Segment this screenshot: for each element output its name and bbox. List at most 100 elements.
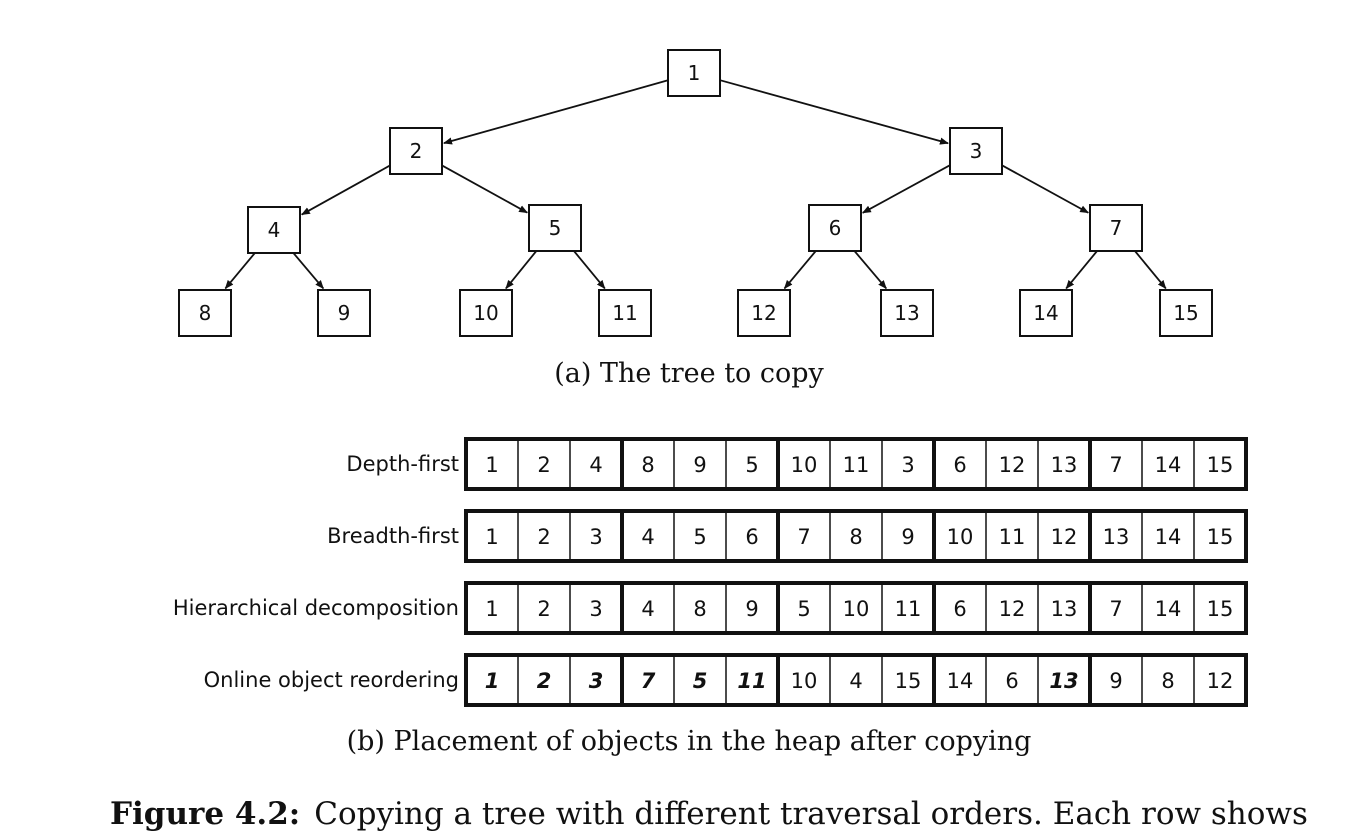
- heap-cell: 10: [791, 669, 818, 693]
- tree-node-1: 1: [667, 49, 721, 97]
- tree-node-label: 12: [751, 301, 776, 325]
- heap-cell: 13: [1051, 597, 1078, 621]
- heap-cell: 1: [485, 669, 500, 693]
- heap-cell: 6: [1005, 669, 1018, 693]
- tree-node-label: 11: [612, 301, 637, 325]
- tree-node-box: [1159, 289, 1213, 337]
- tree-node-box: [880, 289, 934, 337]
- heap-cell: 12: [999, 453, 1026, 477]
- heap-cell: 4: [641, 597, 654, 621]
- tree-node-box: [528, 204, 582, 252]
- heap-cell: 13: [1103, 525, 1130, 549]
- heap-cell: 14: [1155, 525, 1182, 549]
- tree-node-box: [808, 204, 862, 252]
- heap-cell: 12: [1051, 525, 1078, 549]
- tree-node-box: [317, 289, 371, 337]
- edge-4-to-8: [224, 252, 256, 290]
- heap-cell: 11: [737, 669, 766, 693]
- tree-node-12: 12: [737, 289, 791, 337]
- heap-cell: 1: [485, 453, 498, 477]
- heap-cell: 5: [693, 669, 708, 693]
- tree-node-label: 1: [688, 61, 701, 85]
- tree-node-8: 8: [178, 289, 232, 337]
- heap-cell: 12: [999, 597, 1026, 621]
- heap-cell: 11: [999, 525, 1026, 549]
- heap-cell: 10: [791, 453, 818, 477]
- heap-cell: 6: [745, 525, 758, 549]
- heap-cell: 6: [953, 597, 966, 621]
- heap-cell: 11: [895, 597, 922, 621]
- heap-cell: 8: [693, 597, 706, 621]
- tree-node-label: 6: [829, 216, 842, 240]
- heap-cell: 9: [901, 525, 914, 549]
- heap-cell: 5: [797, 597, 810, 621]
- tree-node-7: 7: [1089, 204, 1143, 252]
- heap-cell: 2: [537, 453, 550, 477]
- edge-2-to-4: [300, 164, 391, 216]
- heap-cell: 15: [1207, 453, 1234, 477]
- tree-node-box: [1089, 204, 1143, 252]
- heap-cell: 4: [589, 453, 602, 477]
- heap-cell: 1: [485, 597, 498, 621]
- heap-cell: 11: [843, 453, 870, 477]
- tree-node-label: 14: [1033, 301, 1058, 325]
- row-outline: [464, 509, 1248, 563]
- row-label: Depth-first: [346, 452, 459, 476]
- tree-node-label: 3: [970, 139, 983, 163]
- row-label: Hierarchical decomposition: [173, 596, 459, 620]
- heap-cell: 8: [641, 453, 654, 477]
- tree-node-label: 4: [268, 218, 281, 242]
- figure-caption-label: Figure 4.2:: [110, 796, 300, 832]
- tree-node-box: [389, 127, 443, 175]
- heap-cell: 8: [1161, 669, 1174, 693]
- heap-cell: 4: [641, 525, 654, 549]
- tree-node-2: 2: [389, 127, 443, 175]
- edge-2-to-5: [441, 164, 529, 214]
- heap-cell: 7: [797, 525, 810, 549]
- heap-cell: 9: [745, 597, 758, 621]
- heap-cell: 3: [901, 453, 914, 477]
- edge-4-to-9: [292, 252, 325, 290]
- heap-cell: 9: [1109, 669, 1122, 693]
- tree-node-15: 15: [1159, 289, 1213, 337]
- tree-node-10: 10: [459, 289, 513, 337]
- heap-cell: 7: [1109, 597, 1122, 621]
- tree-node-label: 13: [894, 301, 919, 325]
- subcaption-a: (a) The tree to copy: [554, 358, 824, 389]
- tree-node-5: 5: [528, 204, 582, 252]
- edge-6-to-12: [783, 250, 817, 290]
- tree-node-label: 5: [549, 216, 562, 240]
- tree-node-9: 9: [317, 289, 371, 337]
- tree-node-box: [459, 289, 513, 337]
- tree-node-label: 10: [473, 301, 498, 325]
- tree-node-box: [598, 289, 652, 337]
- heap-cell: 3: [589, 669, 604, 693]
- heap-cell: 15: [1207, 525, 1234, 549]
- tree-node-box: [1019, 289, 1073, 337]
- heap-cell: 3: [589, 525, 602, 549]
- heap-cell: 14: [947, 669, 974, 693]
- edge-5-to-11: [573, 250, 606, 290]
- heap-cell: 7: [1109, 453, 1122, 477]
- edge-1-to-2: [443, 79, 669, 145]
- figure-caption: Figure 4.2: Copying a tree with differen…: [110, 796, 1308, 832]
- heap-cell: 7: [641, 669, 656, 693]
- heap-cell: 3: [589, 597, 602, 621]
- tree-node-4: 4: [247, 206, 301, 254]
- tree-node-3: 3: [949, 127, 1003, 175]
- edge-3-to-7: [1001, 164, 1090, 214]
- tree-node-14: 14: [1019, 289, 1073, 337]
- heap-cell: 10: [843, 597, 870, 621]
- tree-node-label: 2: [410, 139, 423, 163]
- edge-3-to-6: [861, 164, 951, 214]
- edge-1-to-3: [719, 79, 949, 145]
- row-label: Online object reordering: [204, 668, 459, 692]
- heap-cell: 10: [947, 525, 974, 549]
- edge-6-to-13: [853, 250, 887, 290]
- heap-cell: 14: [1155, 597, 1182, 621]
- tree-node-box: [667, 49, 721, 97]
- heap-cell: 2: [537, 669, 552, 693]
